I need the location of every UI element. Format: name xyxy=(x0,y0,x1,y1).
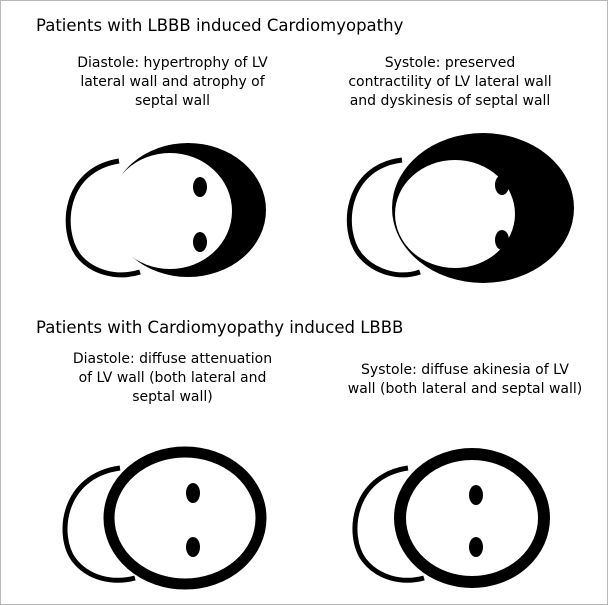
papillary-muscle-upper xyxy=(469,485,483,505)
caption-top-systole: Systole: preserved contractility of LV l… xyxy=(330,54,570,111)
section-title-cardiomyopathy-induced-lbbb: Patients with Cardiomyopathy induced LBB… xyxy=(36,318,404,337)
papillary-muscle-upper xyxy=(193,177,207,197)
left-ventricle-wall xyxy=(394,448,550,588)
caption-line: of LV wall (both lateral and xyxy=(78,370,267,386)
caption-line: Diastole: hypertrophy of LV xyxy=(77,55,268,71)
caption-bottom-diastole: Diastole: diffuse attenuation of LV wall… xyxy=(60,350,285,407)
caption-line: contractility of LV lateral wall xyxy=(348,74,552,90)
right-ventricle-outline xyxy=(352,465,425,583)
papillary-muscle-lower xyxy=(193,232,207,252)
left-ventricle-cavity xyxy=(395,160,515,268)
caption-top-diastole: Diastole: hypertrophy of LV lateral wall… xyxy=(60,54,285,111)
papillary-muscle-lower xyxy=(186,537,200,557)
right-ventricle-outline xyxy=(62,465,136,583)
papillary-muscle-upper xyxy=(495,175,509,195)
right-ventricle-outline xyxy=(346,157,421,278)
papillary-muscle-upper xyxy=(186,483,200,503)
caption-bottom-systole: Systole: diffuse akinesia of LV wall (bo… xyxy=(340,361,590,399)
papillary-muscle-lower xyxy=(495,230,509,250)
papillary-muscle-lower xyxy=(469,537,483,557)
caption-line: Systole: diffuse akinesia of LV xyxy=(361,362,569,378)
section-title-lbbb-induced-cardiomyopathy: Patients with LBBB induced Cardiomyopath… xyxy=(36,16,404,35)
caption-line: septal wall) xyxy=(132,389,213,405)
caption-line: wall (both lateral and septal wall) xyxy=(347,381,583,397)
caption-line: Systole: preserved xyxy=(384,55,516,71)
caption-line: lateral wall and atrophy of xyxy=(80,74,265,90)
right-ventricle-outline xyxy=(65,158,141,278)
caption-line: septal wall xyxy=(134,93,210,109)
left-ventricle-wall xyxy=(103,446,267,590)
caption-line: and dyskinesis of septal wall xyxy=(349,93,551,109)
caption-line: Diastole: diffuse attenuation xyxy=(72,351,273,367)
